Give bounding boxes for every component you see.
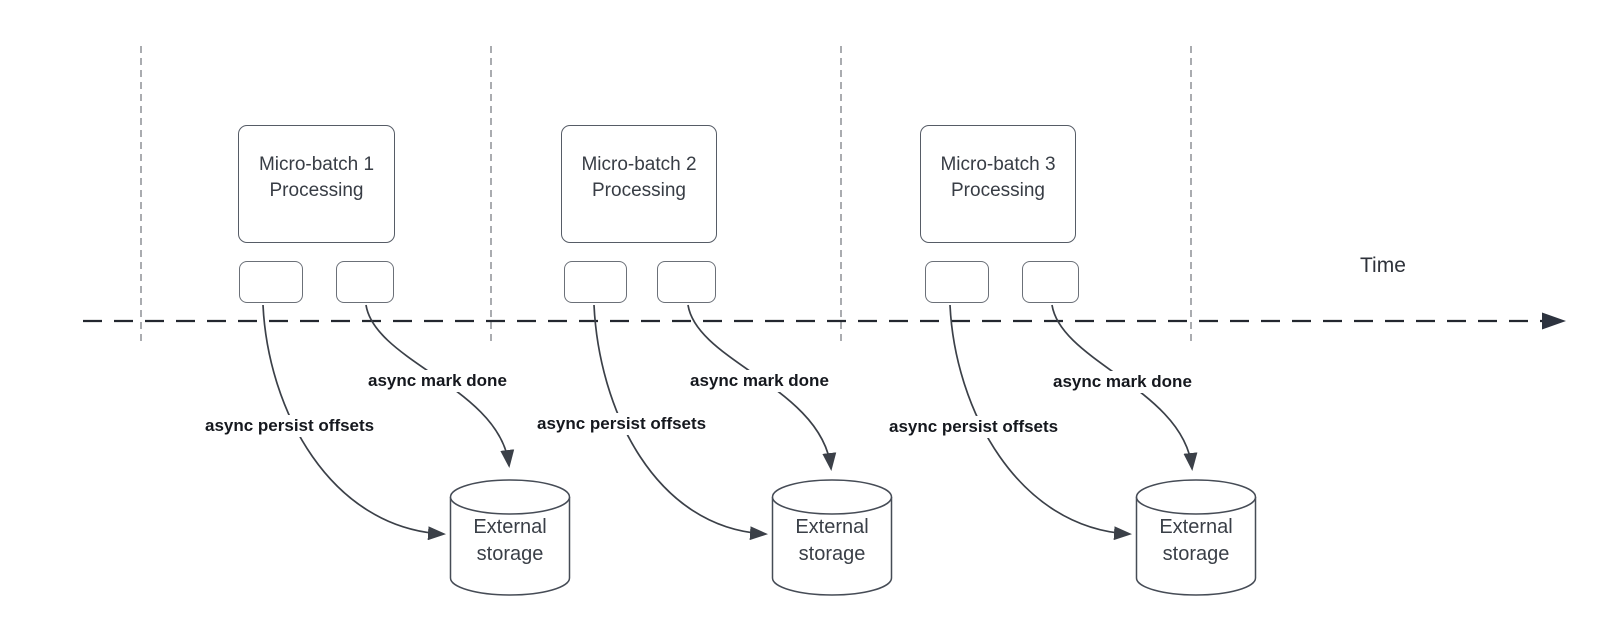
- time-label: Time: [1360, 254, 1406, 277]
- persist-offsets-arrow-2: [593, 304, 768, 541]
- offset-box-2a: [564, 261, 627, 303]
- micro-batch-box-3: Micro-batch 3 Processing: [920, 125, 1076, 243]
- storage-cylinder-top-2: [771, 479, 893, 515]
- external-storage-label-2: External storage: [795, 516, 869, 565]
- persist-offsets-arrow-1: [262, 304, 446, 541]
- persist-offsets-label-1: async persist offsets: [202, 415, 378, 437]
- storage-cylinder-top-1: [449, 479, 571, 515]
- micro-batch-box-2: Micro-batch 2 Processing: [561, 125, 717, 243]
- micro-batch-title: Micro-batch 3: [940, 154, 1056, 175]
- persist-offsets-label-3: async persist offsets: [886, 416, 1062, 438]
- micro-batch-box-1: Micro-batch 1 Processing: [238, 125, 395, 243]
- storage-cylinder-body-2: [771, 497, 893, 596]
- offset-box-1a: [239, 261, 303, 303]
- offset-box-2b: [657, 261, 716, 303]
- micro-batch-subtitle: Processing: [592, 180, 686, 201]
- persist-offsets-label-2: async persist offsets: [534, 413, 710, 435]
- external-storage-label-1: External storage: [473, 516, 547, 565]
- offset-box-1b: [336, 261, 394, 303]
- offset-box-3a: [925, 261, 989, 303]
- mark-done-label-2: async mark done: [687, 370, 832, 392]
- persist-offsets-arrow-3: [949, 304, 1132, 541]
- storage-cylinder-body-1: [449, 497, 571, 596]
- micro-batch-subtitle: Processing: [269, 180, 364, 201]
- mark-done-label-1: async mark done: [365, 370, 510, 392]
- storage-cylinder-body-3: [1135, 497, 1257, 596]
- micro-batch-subtitle: Processing: [951, 180, 1045, 201]
- storage-cylinder-top-3: [1135, 479, 1257, 515]
- micro-batch-title: Micro-batch 2: [581, 154, 697, 175]
- offset-box-3b: [1022, 261, 1079, 303]
- external-storage-label-3: External storage: [1159, 516, 1233, 565]
- micro-batch-title: Micro-batch 1: [258, 154, 375, 175]
- mark-done-label-3: async mark done: [1050, 371, 1195, 393]
